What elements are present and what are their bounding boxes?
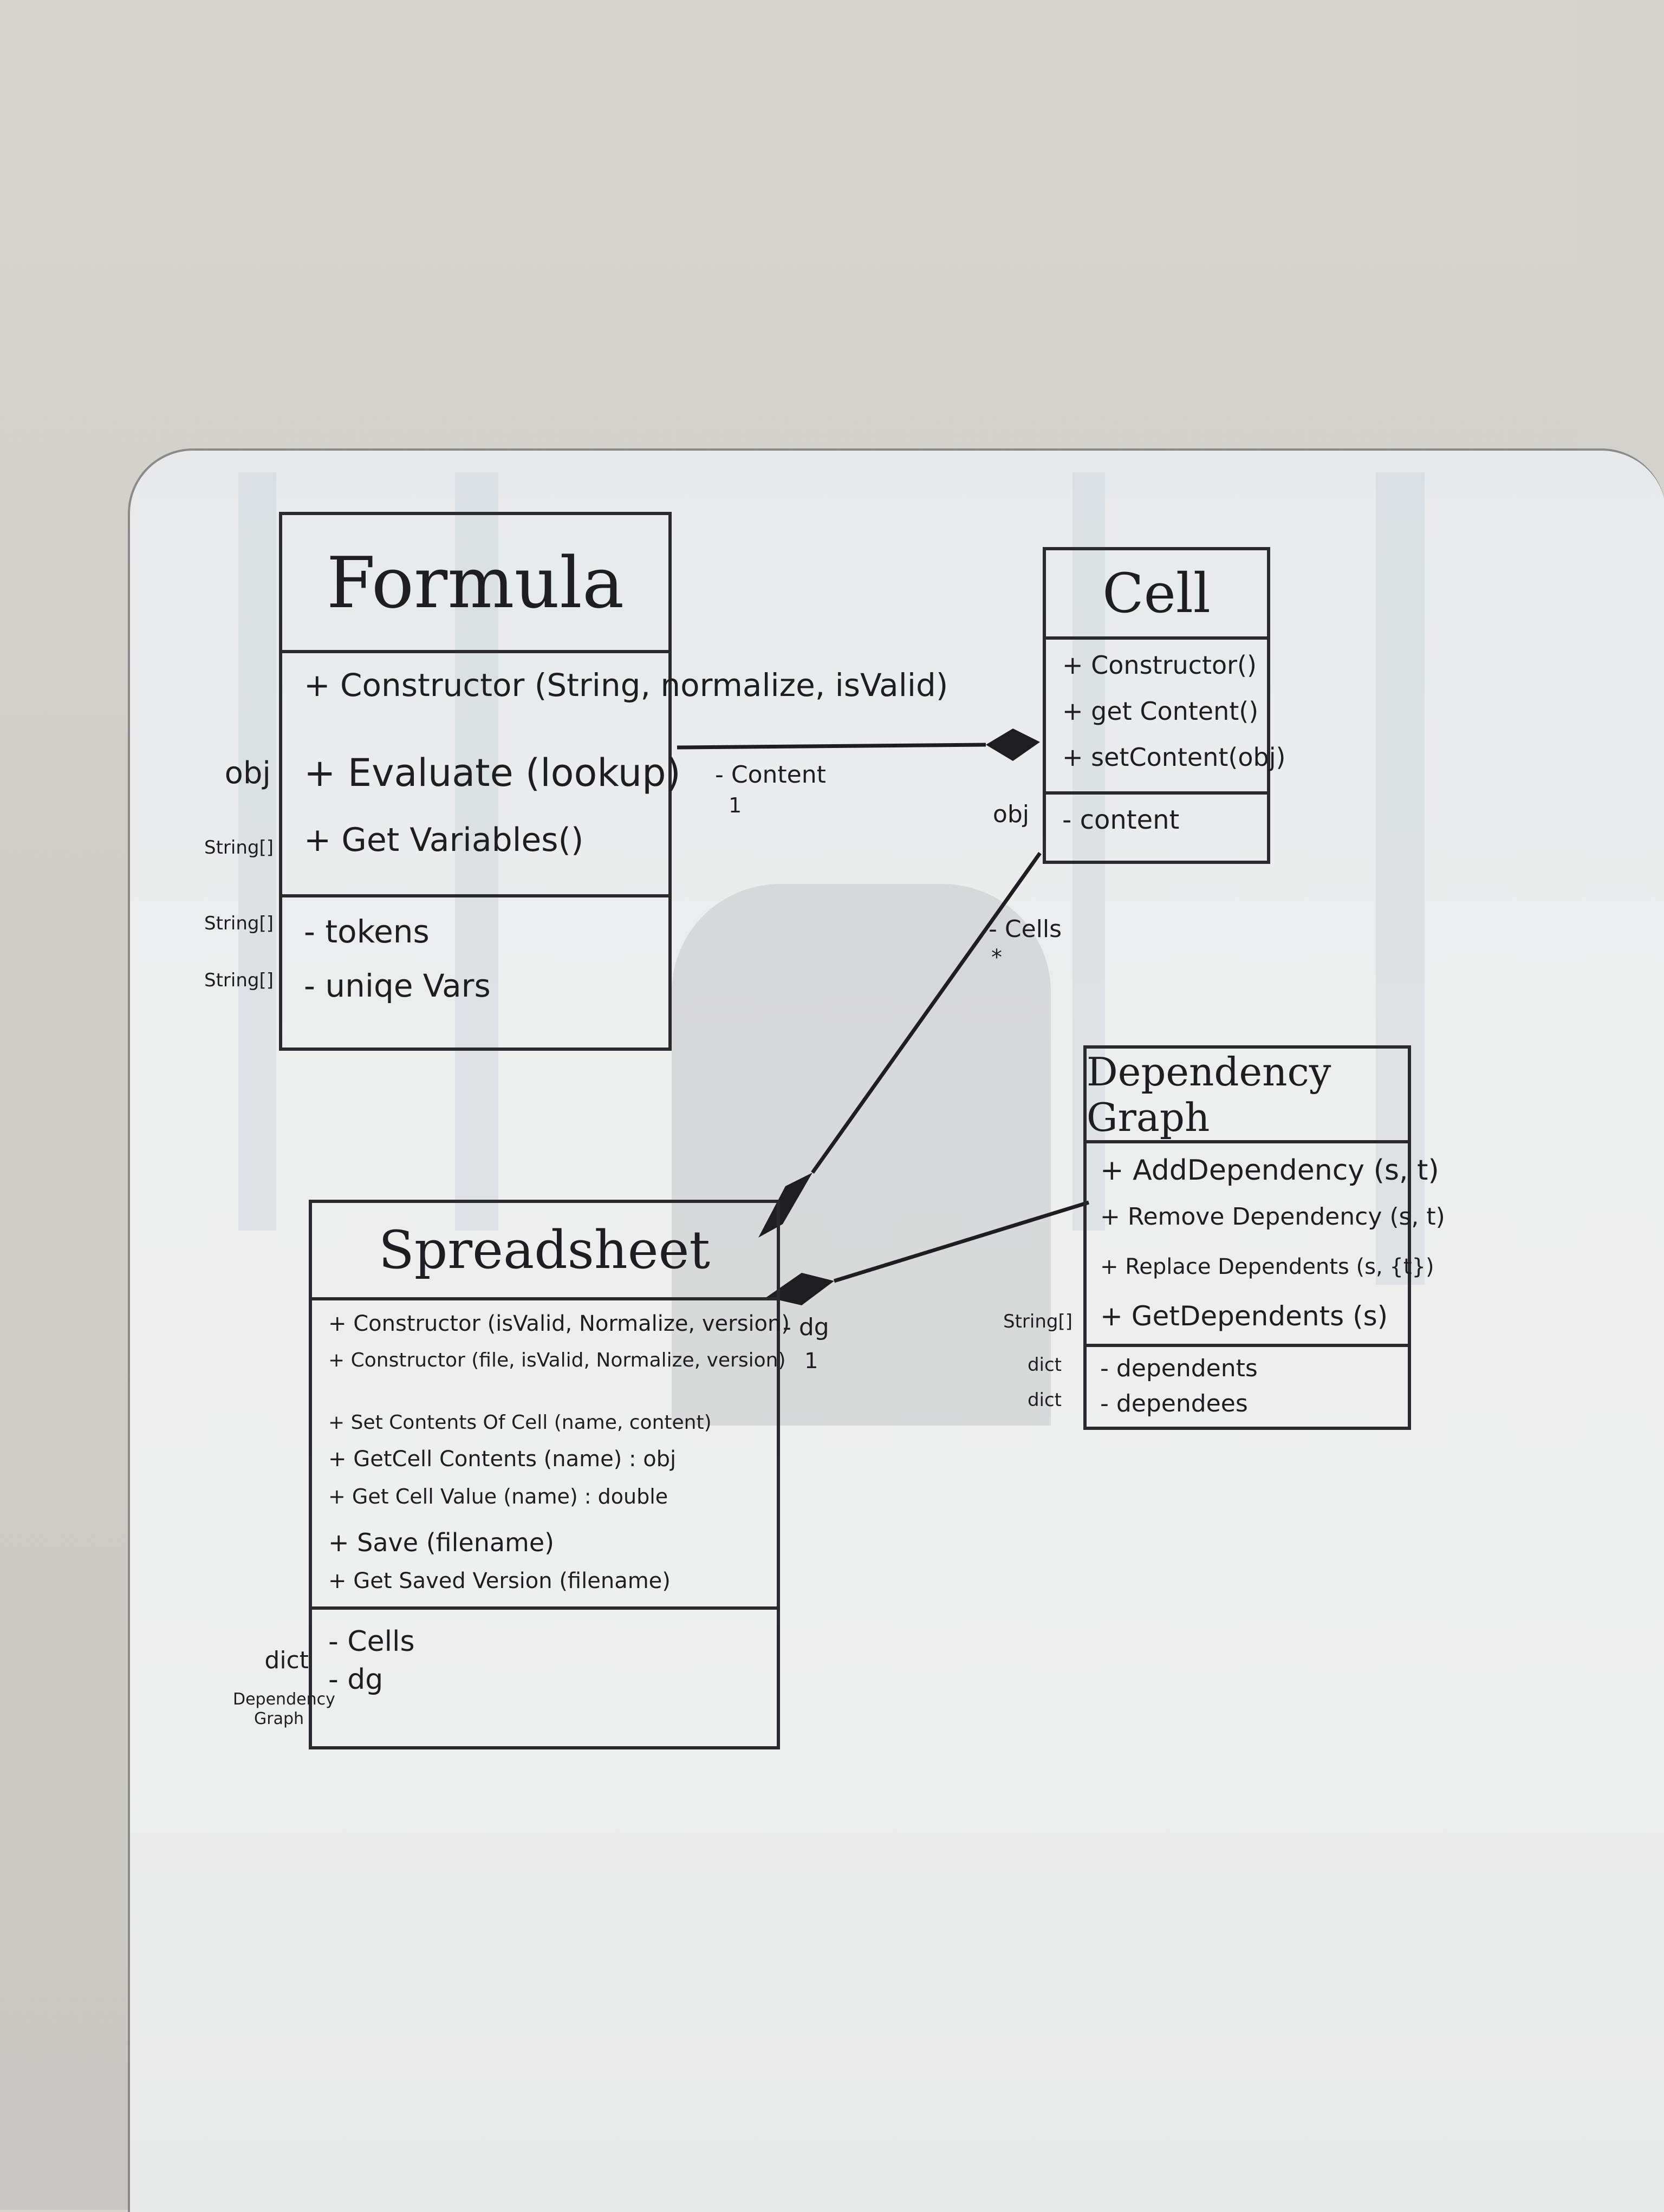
association-role: - Content [715, 761, 826, 789]
association-multiplicity: 1 [729, 793, 742, 817]
method: + Set Contents Of Cell (name, content) [328, 1411, 712, 1434]
association-role: - dg [783, 1313, 829, 1341]
dg-spreadsheet-line [833, 1200, 1090, 1283]
method: + Evaluate (lookup) [304, 751, 681, 795]
return-type: String[] [1003, 1311, 1072, 1332]
association-role: - Cells [989, 915, 1062, 943]
method: + Get Saved Version (filename) [328, 1569, 671, 1593]
separator [1087, 1344, 1408, 1347]
method: + AddDependency (s, t) [1100, 1154, 1439, 1187]
window-reflection [1376, 472, 1425, 1285]
field: - tokens [304, 913, 430, 950]
class-title: Cell [1046, 550, 1267, 640]
separator [1046, 791, 1267, 795]
method: + Constructor (String, normalize, isVali… [304, 667, 948, 704]
method: + setContent(obj) [1062, 743, 1286, 772]
class-cell: Cell + Constructor() + get Content() + s… [1043, 547, 1285, 864]
method: + Get Variables() [304, 821, 584, 859]
method: + GetDependents (s) [1100, 1300, 1388, 1332]
field-type: dict [1027, 1354, 1062, 1376]
field-type: obj [992, 801, 1029, 828]
class-title: Dependency Graph [1087, 1049, 1408, 1143]
cell-spreadsheet-line [811, 851, 1042, 1174]
method: + Constructor() [1062, 650, 1257, 680]
composition-diamond-cell [986, 728, 1040, 761]
return-type: String[] [204, 837, 274, 858]
field-type: dict [1027, 1389, 1062, 1411]
association-multiplicity: 1 [804, 1349, 818, 1374]
field-type: String[] [204, 913, 274, 934]
field: - content [1062, 805, 1180, 835]
class-spreadsheet: Spreadsheet + Constructor (isValid, Norm… [309, 1200, 790, 1749]
class-dependency-graph: Dependency Graph + AddDependency (s, t) … [1083, 1045, 1445, 1430]
separator [282, 894, 668, 897]
method: + Constructor (file, isValid, Normalize,… [328, 1349, 786, 1371]
method: + GetCell Contents (name) : obj [328, 1447, 677, 1472]
person-reflection [672, 884, 1051, 1426]
class-formula: Formula + Constructor (String, normalize… [279, 512, 948, 1051]
composition-diamond-spreadsheet-dg [766, 1273, 834, 1305]
class-title: Formula [282, 515, 668, 653]
method: + Save (filename) [328, 1528, 555, 1557]
method: + Constructor (isValid, Normalize, versi… [328, 1311, 790, 1336]
association-multiplicity: * [991, 945, 1002, 970]
separator [312, 1606, 777, 1610]
field-type: Dependency Graph [233, 1690, 335, 1728]
return-type: obj [224, 756, 271, 791]
window-reflection [238, 472, 276, 1231]
formula-cell-line [677, 743, 986, 750]
composition-diamond-spreadsheet-cells [758, 1173, 812, 1238]
method: + Replace Dependents (s, {t}) [1100, 1254, 1434, 1279]
window-reflection [455, 472, 498, 1231]
window-reflection [1072, 472, 1105, 1231]
method: + Remove Dependency (s, t) [1100, 1203, 1445, 1231]
field-type: String[] [204, 970, 274, 991]
field: - uniqe Vars [304, 967, 491, 1004]
method: + get Content() [1062, 697, 1259, 726]
method: + Get Cell Value (name) : double [328, 1485, 668, 1508]
field: - Cells [328, 1625, 415, 1658]
field: - dependents [1100, 1355, 1258, 1382]
field: - dg [328, 1663, 384, 1696]
class-title: Spreadsheet [312, 1203, 777, 1300]
field: - dependees [1100, 1390, 1248, 1417]
field-type: dict [264, 1647, 309, 1674]
